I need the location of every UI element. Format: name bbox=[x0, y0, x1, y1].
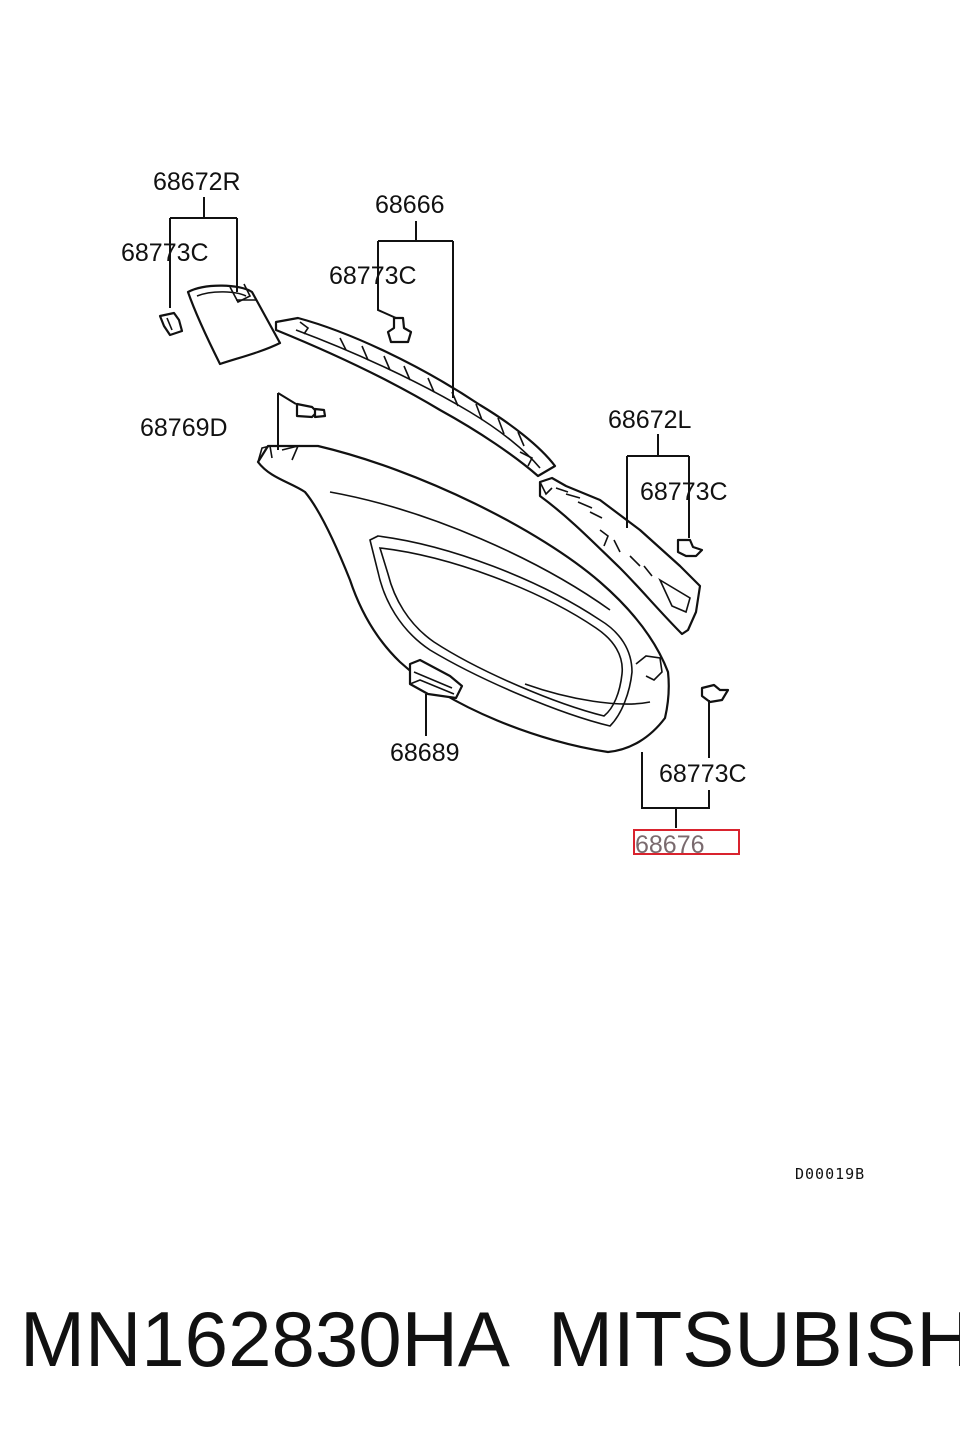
label-68672L: 68672L bbox=[608, 406, 692, 434]
leader-lines bbox=[169, 197, 710, 828]
reference-code: D00019B bbox=[795, 1165, 865, 1183]
label-68666: 68666 bbox=[375, 191, 445, 219]
label-68773C-right: 68773C bbox=[640, 478, 728, 506]
part-68672R-trim[interactable] bbox=[186, 283, 282, 366]
part-68689-cover[interactable] bbox=[408, 658, 464, 700]
label-68689: 68689 bbox=[390, 739, 460, 767]
label-68773C-bottom: 68773C bbox=[659, 760, 747, 788]
highlight-box bbox=[633, 829, 740, 855]
label-68773C-top: 68773C bbox=[329, 262, 417, 290]
screw-68769D[interactable] bbox=[295, 402, 327, 419]
part-68672L-trim[interactable] bbox=[538, 476, 702, 636]
clip-68773C-right[interactable] bbox=[676, 538, 704, 558]
clip-68773C-bottom[interactable] bbox=[700, 683, 730, 704]
label-68773C-left: 68773C bbox=[121, 239, 209, 267]
clip-68773C-left[interactable] bbox=[158, 311, 184, 337]
brand-name: MITSUBISHI bbox=[548, 1295, 960, 1383]
part-68676-lower-trim[interactable] bbox=[256, 444, 670, 754]
label-68672R: 68672R bbox=[153, 168, 241, 196]
clip-68773C-top[interactable] bbox=[386, 316, 413, 344]
label-68676[interactable]: 68676 bbox=[635, 831, 705, 859]
part-number: MN162830HA bbox=[20, 1295, 510, 1383]
part-68666-rail[interactable] bbox=[274, 316, 557, 478]
label-68769D: 68769D bbox=[140, 414, 228, 442]
